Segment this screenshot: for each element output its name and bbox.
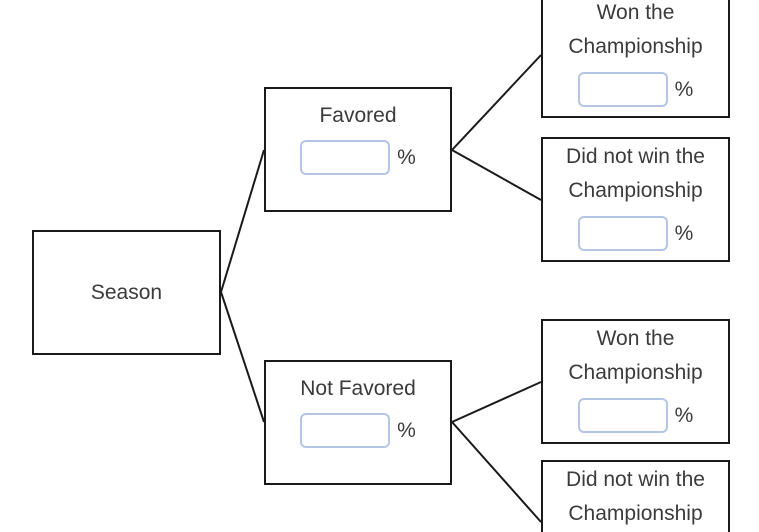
not-favored-percent-sign: %	[397, 418, 416, 442]
not-favored-won-label-line2: Championship	[568, 361, 703, 384]
favored-won-label-line2: Championship	[568, 35, 703, 58]
not-favored-percent-input[interactable]	[300, 413, 391, 448]
not-favored-won-percent-sign: %	[674, 403, 694, 427]
favored-label: Favored	[319, 104, 397, 127]
favored-won-percent-sign: %	[674, 77, 694, 101]
favored-did-not-win-input-row: %	[577, 216, 694, 251]
connector-favored-won	[451, 54, 542, 151]
favored-did-not-win-percent-input[interactable]	[577, 216, 668, 251]
favored-did-not-win-label-line2: Championship	[568, 179, 703, 202]
node-favored-did-not-win-championship: Did not win the Championship %	[541, 137, 730, 262]
not-favored-did-not-win-label-line2: Championship	[568, 502, 703, 525]
favored-won-percent-input[interactable]	[577, 72, 668, 107]
connector-not-favored-did-not-win	[451, 421, 542, 523]
node-favored-won-championship: Won the Championship %	[541, 0, 730, 118]
connector-season-favored	[220, 149, 265, 293]
season-label: Season	[90, 280, 163, 304]
node-favored: Favored %	[264, 87, 452, 212]
connector-not-favored-won	[451, 381, 542, 423]
node-not-favored: Not Favored %	[264, 360, 452, 485]
favored-percent-sign: %	[397, 145, 416, 169]
connector-favored-did-not-win	[451, 149, 542, 201]
node-not-favored-won-championship: Won the Championship %	[541, 319, 730, 444]
not-favored-input-row: %	[300, 413, 416, 448]
favored-percent-input[interactable]	[300, 140, 391, 175]
favored-input-row: %	[300, 140, 416, 175]
favored-did-not-win-label-line1: Did not win the	[566, 145, 705, 168]
not-favored-won-percent-input[interactable]	[577, 398, 668, 433]
not-favored-won-label-line1: Won the	[596, 327, 675, 350]
favored-did-not-win-percent-sign: %	[674, 221, 694, 245]
favored-won-input-row: %	[577, 72, 694, 107]
favored-won-label-line1: Won the	[596, 1, 675, 24]
node-season: Season	[32, 230, 221, 355]
not-favored-did-not-win-label-line1: Did not win the	[566, 468, 705, 491]
node-not-favored-did-not-win-championship: Did not win the Championship %	[541, 460, 730, 532]
not-favored-label: Not Favored	[300, 377, 416, 400]
connector-season-not-favored	[220, 291, 265, 423]
not-favored-won-input-row: %	[577, 398, 694, 433]
